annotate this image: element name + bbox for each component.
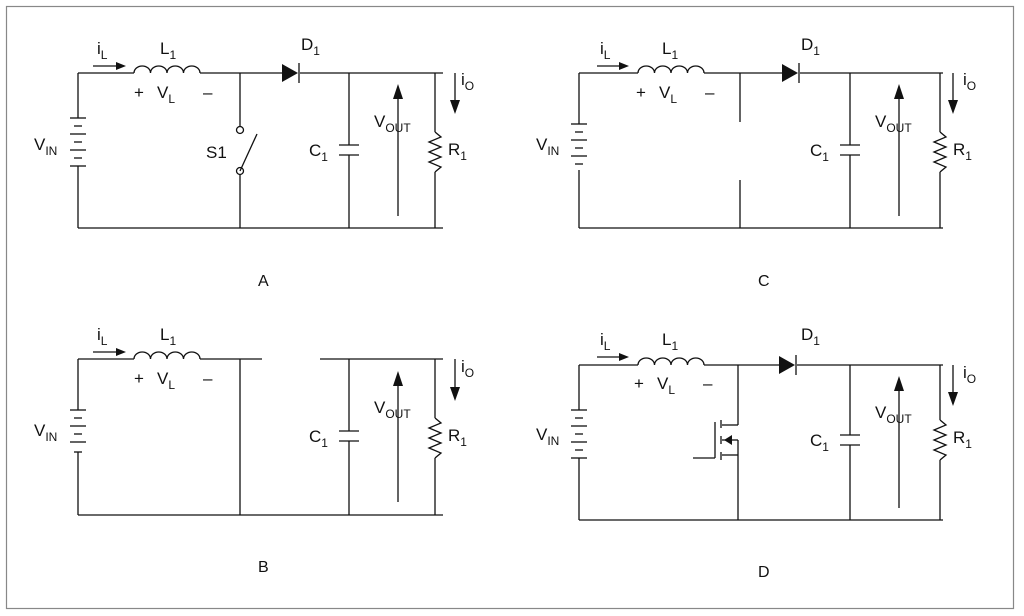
panel-caption: B bbox=[258, 559, 269, 576]
inductor-current-label: iL bbox=[97, 325, 108, 348]
source-label: VIN bbox=[34, 421, 57, 444]
circuit-a: iL L1 + VL – VIN S1 D1 C1 VOUT iO R1 A bbox=[34, 35, 474, 290]
inductor-plus-sign: + bbox=[134, 369, 144, 388]
io-arrow-b bbox=[450, 359, 460, 401]
capacitor-label: C1 bbox=[309, 141, 328, 164]
wires-c bbox=[578, 72, 943, 229]
capacitor-b bbox=[339, 430, 359, 442]
vout-arrow-b bbox=[393, 371, 403, 502]
capacitor-label: C1 bbox=[810, 431, 829, 454]
switch-s1 bbox=[235, 125, 258, 176]
vout-arrow-d bbox=[894, 376, 904, 508]
panel-caption: C bbox=[758, 273, 770, 290]
circuit-d: iL L1 + VL – VIN D1 C1 VOUT iO R1 D bbox=[536, 325, 976, 581]
inductor-b bbox=[133, 351, 201, 360]
circuit-c: iL L1 + VL – VIN D1 C1 VOUT iO R1 C bbox=[536, 35, 976, 290]
inductor-c bbox=[637, 65, 705, 74]
inductor-minus-sign: – bbox=[705, 83, 715, 102]
il-arrow-d bbox=[597, 353, 629, 361]
capacitor-a bbox=[339, 144, 359, 156]
output-voltage-label: VOUT bbox=[875, 112, 912, 135]
wires-a bbox=[77, 72, 443, 229]
diode-d bbox=[779, 355, 797, 375]
battery-c bbox=[571, 123, 587, 165]
inductor-minus-sign: – bbox=[203, 83, 213, 102]
inductor-label: L1 bbox=[662, 39, 678, 62]
vout-arrow-a bbox=[393, 84, 403, 216]
il-arrow-c bbox=[597, 62, 629, 70]
output-voltage-label: VOUT bbox=[374, 398, 411, 421]
inductor-d bbox=[637, 357, 705, 366]
inductor-current-label: iL bbox=[600, 39, 611, 62]
inductor-voltage-label: VL bbox=[157, 83, 175, 106]
inductor-label: L1 bbox=[160, 39, 176, 62]
diode-label: D1 bbox=[301, 35, 320, 58]
il-arrow-a bbox=[93, 62, 126, 70]
wires-b bbox=[77, 358, 443, 516]
vout-arrow-c bbox=[894, 84, 904, 216]
inductor-voltage-label: VL bbox=[659, 83, 677, 106]
resistor-label: R1 bbox=[953, 140, 972, 163]
io-arrow-d bbox=[948, 365, 958, 406]
capacitor-d bbox=[840, 434, 860, 446]
il-arrow-b bbox=[93, 348, 126, 356]
resistor-label: R1 bbox=[448, 140, 467, 163]
output-current-label: iO bbox=[963, 70, 976, 93]
resistor-c bbox=[932, 131, 948, 173]
panel-caption: A bbox=[258, 273, 269, 290]
resistor-b bbox=[427, 417, 443, 459]
battery-a bbox=[70, 117, 86, 167]
output-current-label: iO bbox=[461, 357, 474, 380]
output-current-label: iO bbox=[963, 363, 976, 386]
capacitor-label: C1 bbox=[810, 141, 829, 164]
capacitor-label: C1 bbox=[309, 427, 328, 450]
figure-border bbox=[5, 5, 1015, 610]
io-arrow-c bbox=[948, 73, 958, 114]
diode-c bbox=[782, 63, 800, 83]
battery-b bbox=[70, 409, 86, 453]
inductor-minus-sign: – bbox=[203, 369, 213, 388]
inductor-minus-sign: – bbox=[703, 374, 713, 393]
battery-d bbox=[571, 409, 587, 459]
inductor-plus-sign: + bbox=[634, 374, 644, 393]
inductor-label: L1 bbox=[662, 330, 678, 353]
inductor-voltage-label: VL bbox=[657, 374, 675, 397]
panel-caption: D bbox=[758, 564, 770, 581]
circuit-b: iL L1 + VL – VIN C1 VOUT iO R1 B bbox=[34, 325, 474, 576]
inductor-current-label: iL bbox=[97, 39, 108, 62]
io-arrow-a bbox=[450, 73, 460, 114]
output-voltage-label: VOUT bbox=[875, 403, 912, 426]
resistor-label: R1 bbox=[448, 426, 467, 449]
source-label: VIN bbox=[536, 425, 559, 448]
inductor-current-label: iL bbox=[600, 330, 611, 353]
diode-label: D1 bbox=[801, 35, 820, 58]
inductor-label: L1 bbox=[160, 325, 176, 348]
inductor-voltage-label: VL bbox=[157, 369, 175, 392]
inductor-a bbox=[133, 65, 201, 74]
output-voltage-label: VOUT bbox=[374, 112, 411, 135]
inductor-plus-sign: + bbox=[134, 83, 144, 102]
resistor-a bbox=[427, 131, 443, 173]
diode-label: D1 bbox=[801, 325, 820, 348]
switch-label: S1 bbox=[206, 143, 227, 162]
source-label: VIN bbox=[536, 135, 559, 158]
inductor-plus-sign: + bbox=[636, 83, 646, 102]
source-label: VIN bbox=[34, 135, 57, 158]
mosfet-switch bbox=[693, 420, 739, 460]
diode-a bbox=[282, 63, 300, 83]
capacitor-c bbox=[840, 144, 860, 156]
wires-d bbox=[578, 364, 943, 521]
resistor-d bbox=[932, 419, 948, 461]
resistor-label: R1 bbox=[953, 428, 972, 451]
output-current-label: iO bbox=[461, 70, 474, 93]
